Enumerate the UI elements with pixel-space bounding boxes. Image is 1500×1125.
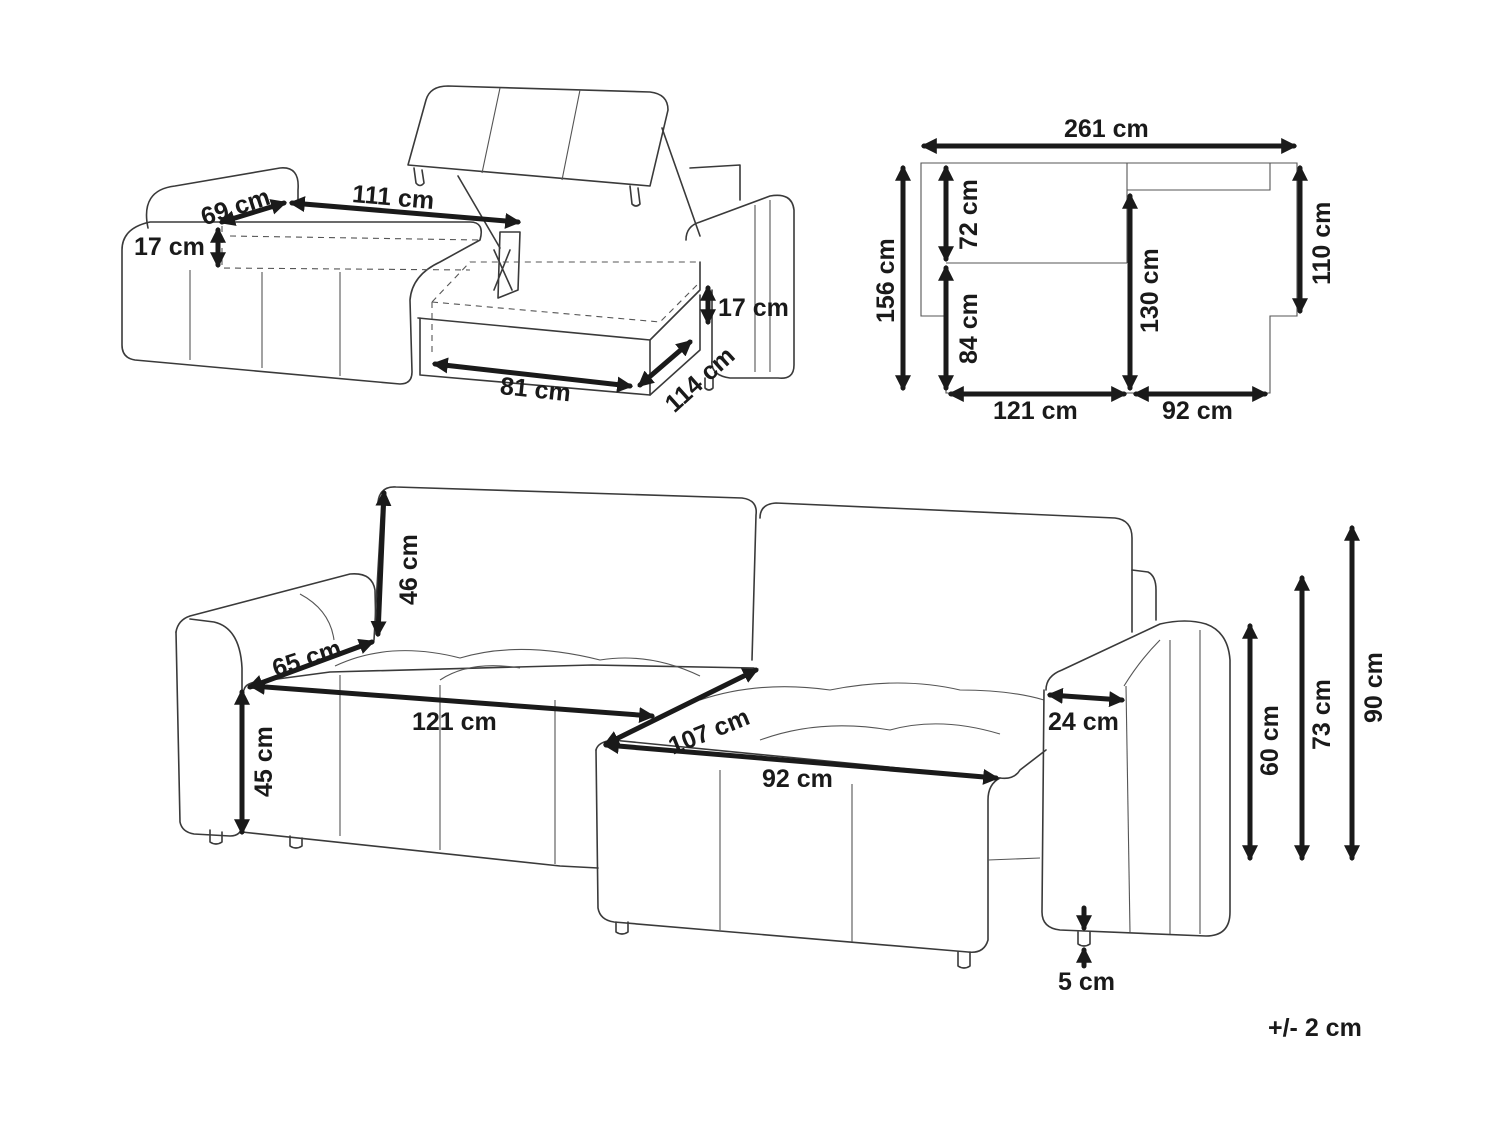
tolerance-note: +/- 2 cm (1268, 1014, 1362, 1042)
label-45: 45 cm (250, 726, 278, 797)
label-130: 130 cm (1136, 248, 1164, 333)
label-5: 5 cm (1058, 968, 1115, 996)
label-84: 84 cm (955, 293, 983, 364)
label-72: 72 cm (955, 179, 983, 250)
label-92b: 92 cm (762, 765, 833, 793)
arrow-69 (218, 199, 288, 226)
label-24: 24 cm (1048, 708, 1119, 736)
arrow-81 (431, 357, 634, 393)
label-156: 156 cm (872, 238, 900, 323)
arrow-92b (602, 738, 1000, 785)
storage-view-drawing (121, 85, 795, 396)
label-60: 60 cm (1256, 705, 1284, 776)
label-121a: 121 cm (993, 397, 1078, 425)
label-121b: 121 cm (412, 708, 497, 736)
arrow-121b (248, 678, 656, 724)
arrow-46 (370, 489, 392, 638)
label-17b: 17 cm (718, 294, 789, 322)
label-69: 69 cm (197, 183, 273, 232)
label-73: 73 cm (1308, 679, 1336, 750)
arrow-114 (637, 339, 693, 388)
label-114: 114 cm (660, 341, 741, 418)
arrow-111 (288, 196, 522, 229)
label-81: 81 cm (499, 372, 572, 407)
label-261: 261 cm (1064, 115, 1149, 143)
arrow-24 (1046, 687, 1126, 708)
arrow-107 (603, 667, 759, 747)
label-92a: 92 cm (1162, 397, 1233, 425)
label-17a: 17 cm (134, 233, 205, 261)
label-46: 46 cm (395, 534, 423, 605)
label-90: 90 cm (1360, 652, 1388, 723)
label-110: 110 cm (1308, 202, 1336, 285)
